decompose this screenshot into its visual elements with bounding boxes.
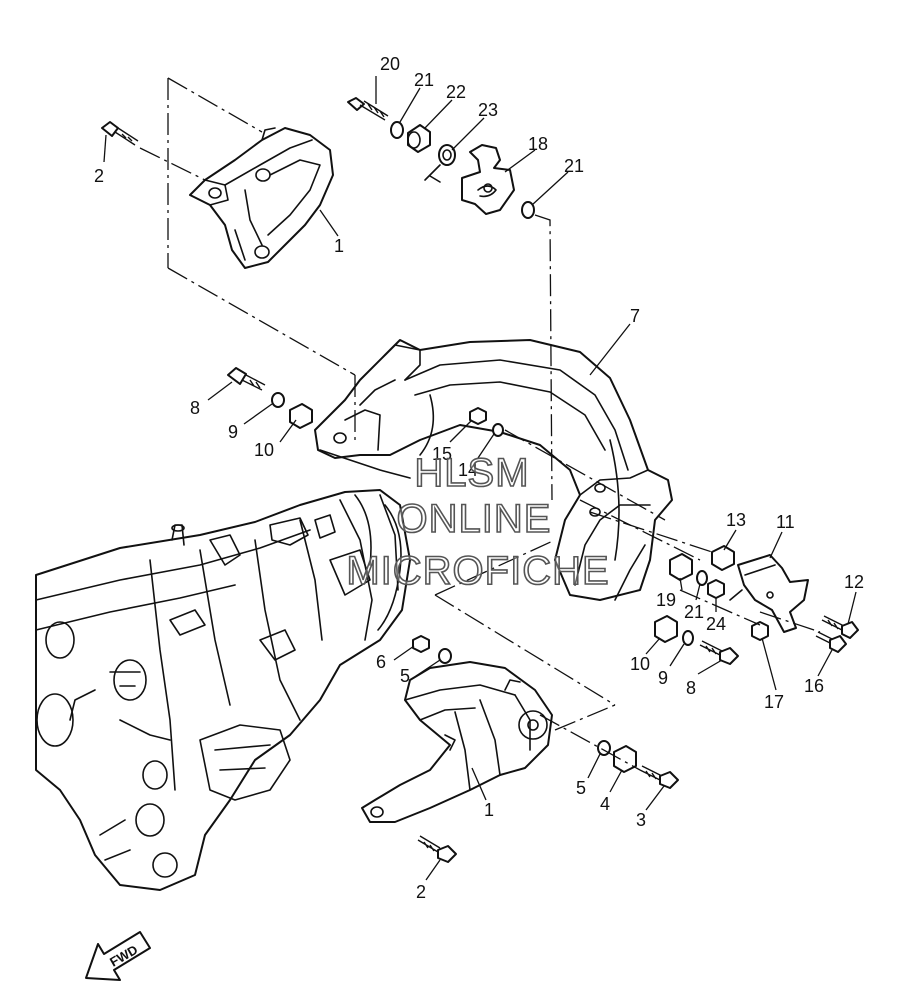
callout-4: 4 <box>600 794 610 814</box>
callout-21-mid: 21 <box>684 602 704 622</box>
callout-9-left: 9 <box>228 422 238 442</box>
collar-10-left <box>289 403 313 429</box>
bolt-2-top <box>101 121 139 146</box>
nut-15 <box>469 407 487 425</box>
watermark: HLSM ONLINE MICROFICHE <box>346 450 610 594</box>
washer-9-right <box>682 630 694 646</box>
callout-21-top: 21 <box>414 70 434 90</box>
callout-22: 22 <box>446 82 466 102</box>
engine-block <box>35 489 411 891</box>
spring-23 <box>424 144 456 183</box>
collar-10-right <box>654 615 678 643</box>
callout-7: 7 <box>630 306 640 326</box>
callout-2-top: 2 <box>94 166 104 186</box>
plate-11 <box>729 554 809 633</box>
callout-15: 15 <box>432 444 452 464</box>
callout-18: 18 <box>528 134 548 154</box>
callout-5-upper: 5 <box>400 666 410 686</box>
callout-1-bottom: 1 <box>484 800 494 820</box>
mount-bracket-1-lower <box>361 661 553 823</box>
bolt-2-bottom <box>417 835 457 863</box>
callout-6: 6 <box>376 652 386 672</box>
nut-17 <box>751 621 769 641</box>
fwd-arrow: FWD <box>85 931 151 981</box>
watermark-line-3: MICROFICHE <box>346 549 609 593</box>
callout-19: 19 <box>656 590 676 610</box>
callout-12: 12 <box>844 572 864 592</box>
callout-5-lower: 5 <box>576 778 586 798</box>
deflector-bracket-7 <box>314 339 673 601</box>
callout-24: 24 <box>706 614 726 634</box>
nut-24 <box>707 579 725 599</box>
collar-22 <box>407 124 431 153</box>
callout-9-right: 9 <box>658 668 668 688</box>
callout-2-bottom: 2 <box>416 882 426 902</box>
bolt-8-right <box>699 640 739 665</box>
bolt-20 <box>347 97 389 121</box>
bolt-8-left <box>227 367 266 391</box>
leader-lines <box>103 76 857 881</box>
callout-16: 16 <box>804 676 824 696</box>
callout-21-right: 21 <box>564 156 584 176</box>
collar-13 <box>711 545 735 571</box>
callout-23: 23 <box>478 100 498 120</box>
callout-1-top: 1 <box>334 236 344 256</box>
washer-21-top <box>390 121 404 139</box>
collar-4 <box>613 745 637 773</box>
washer-5-upper <box>438 648 452 664</box>
stopper-plate-18 <box>461 144 515 215</box>
callout-3: 3 <box>636 810 646 830</box>
nut-6 <box>412 635 430 653</box>
watermark-line-1: HLSM <box>414 451 529 495</box>
callout-8-left: 8 <box>190 398 200 418</box>
callout-numbers: 20 21 22 23 18 21 2 1 7 8 9 10 15 14 13 … <box>94 54 864 902</box>
washer-9-left <box>271 392 285 408</box>
washer-21-mid <box>696 570 708 586</box>
bolt-3 <box>639 765 679 789</box>
collar-19 <box>669 553 693 581</box>
callout-10-left: 10 <box>254 440 274 460</box>
callout-20: 20 <box>380 54 400 74</box>
bolt-16 <box>815 631 847 653</box>
bolt-12 <box>821 615 859 639</box>
callout-10-right: 10 <box>630 654 650 674</box>
callout-13: 13 <box>726 510 746 530</box>
washer-21-right <box>521 201 535 219</box>
callout-14: 14 <box>458 460 478 480</box>
callout-11: 11 <box>776 512 795 532</box>
alignment-lines <box>139 77 821 771</box>
mount-bracket-1-upper <box>189 127 334 269</box>
callout-8-right: 8 <box>686 678 696 698</box>
watermark-line-2: ONLINE <box>397 497 552 541</box>
washer-14 <box>492 423 504 437</box>
callout-17: 17 <box>764 692 784 712</box>
